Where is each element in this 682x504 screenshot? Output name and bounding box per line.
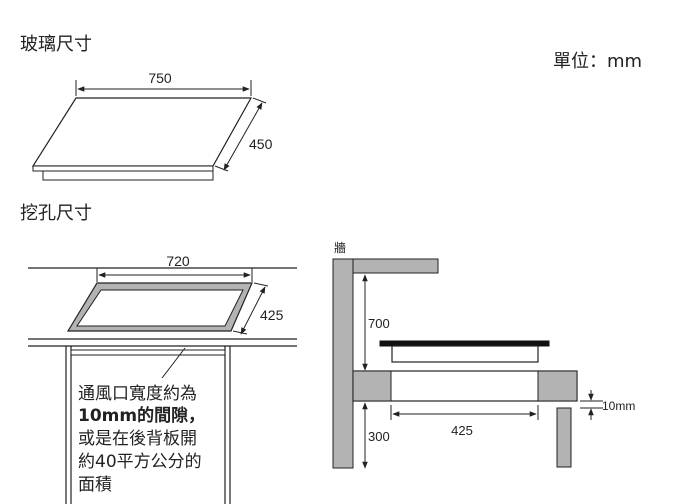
- vent-note-line-4: 約40平方公分的: [78, 452, 202, 472]
- vent-note-line-3: 或是在後背板開: [78, 429, 197, 449]
- glass-panel: [31, 97, 253, 181]
- wall: [332, 258, 354, 469]
- hob-side: [379, 340, 550, 363]
- glass-size-heading: 玻璃尺寸: [20, 34, 92, 55]
- glass-depth-dimension: [214, 97, 267, 172]
- vent-note-line-5: 面積: [78, 475, 112, 495]
- vent-note: 通風口寬度約為 10mm的間隙， 或是在後背板開 約40平方公分的 面積: [78, 384, 205, 495]
- wall-label: 牆: [334, 240, 346, 255]
- height-below-label: 300: [368, 429, 390, 444]
- cutout-depth-dimension: [232, 282, 269, 335]
- glass-width-dimension: [75, 80, 252, 96]
- cutout-depth-label: 425: [260, 307, 284, 323]
- cutout-width-label: 720: [166, 253, 190, 269]
- back-panel: [556, 407, 572, 468]
- countertop-side: [352, 370, 578, 402]
- depth-label: 425: [451, 423, 473, 438]
- upper-cabinet: [352, 258, 439, 274]
- vent-note-line-1: 通風口寬度約為: [78, 384, 197, 404]
- cutout-width-dimension: [96, 268, 253, 282]
- cabinet: [65, 346, 231, 504]
- height-above-label: 700: [368, 316, 390, 331]
- cutout-hole: [66, 282, 253, 332]
- vent-note-box: [73, 378, 224, 498]
- depth-dimension: [390, 405, 539, 420]
- vent-note-line-2: 10mm的間隙，: [78, 405, 205, 426]
- gap-label: 10mm: [602, 399, 635, 413]
- cutout-size-heading: 挖孔尺寸: [20, 203, 92, 224]
- unit-label: 單位：mm: [553, 51, 642, 72]
- glass-depth-label: 450: [249, 136, 273, 152]
- glass-width-label: 750: [148, 70, 172, 86]
- gap-dimension: [580, 390, 603, 420]
